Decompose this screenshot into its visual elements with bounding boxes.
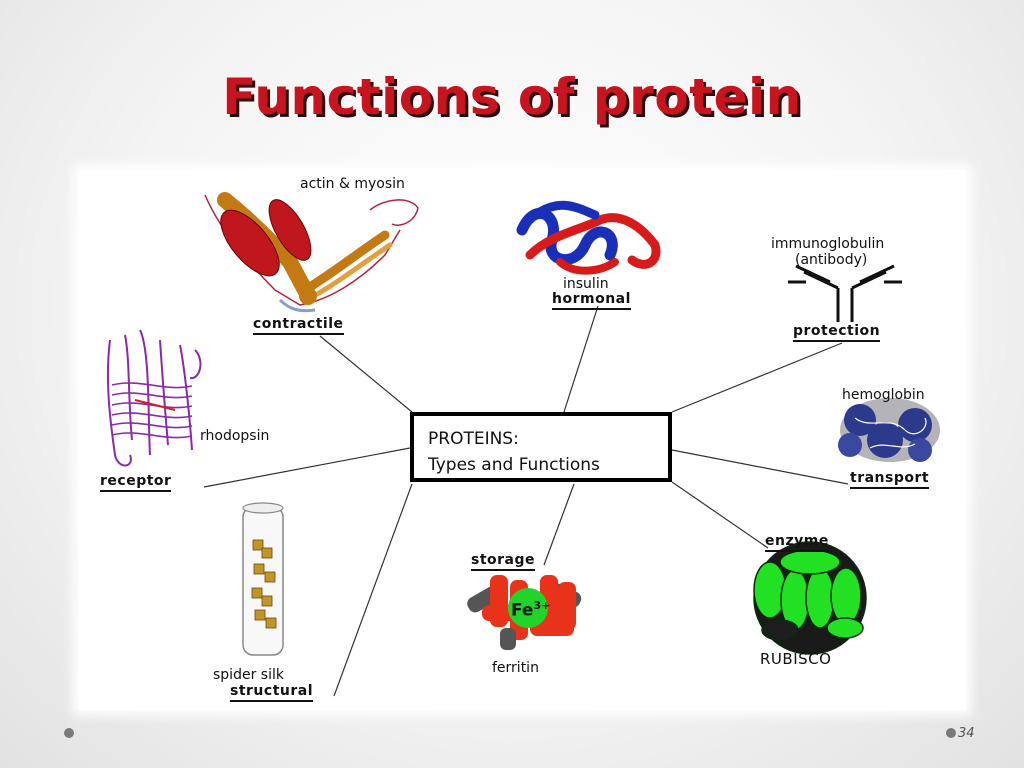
connector-protection: [671, 342, 843, 413]
center-line-2: Types and Functions: [428, 455, 600, 475]
label-rubisco: RUBISCO: [760, 650, 832, 668]
label-hemoglobin: hemoglobin: [842, 387, 925, 403]
category-storage: storage: [471, 552, 536, 571]
center-box: PROTEINS: Types and Functions: [410, 412, 672, 482]
label-fe: Fe3+: [511, 599, 551, 621]
label-spider-silk: spider silk: [213, 667, 284, 683]
label-insulin: insulin: [563, 276, 609, 292]
category-contractile: contractile: [253, 316, 344, 335]
category-hormonal: hormonal: [552, 291, 631, 310]
slide-number: 34: [958, 726, 975, 741]
label-antibody: (antibody): [795, 252, 868, 268]
left-bullet-dot: [64, 728, 74, 738]
antibody-illustration: [788, 264, 902, 322]
insulin-structure-illustration: [516, 200, 661, 275]
label-actin-myosin: actin & myosin: [300, 176, 405, 192]
connector-enzyme: [671, 481, 769, 549]
rubisco-illustration: [753, 541, 867, 655]
slide-title: Functions of protein: [222, 68, 802, 126]
connector-lines: [203, 305, 849, 697]
connector-receptor: [203, 447, 411, 488]
right-bullet-dot: [946, 728, 956, 738]
ferritin-illustration: [467, 575, 582, 650]
category-protection: protection: [793, 323, 881, 342]
connector-structural: [333, 483, 413, 697]
category-transport: transport: [850, 470, 930, 489]
hemoglobin-illustration: [838, 398, 940, 462]
connector-hormonal: [563, 305, 599, 413]
label-ferritin: ferritin: [492, 660, 539, 676]
center-line-1: PROTEINS:: [428, 429, 519, 449]
connector-contractile: [319, 335, 413, 413]
connector-storage: [543, 483, 575, 566]
category-structural: structural: [230, 683, 314, 702]
label-rhodopsin: rhodopsin: [200, 428, 270, 444]
category-receptor: receptor: [100, 473, 172, 492]
arm-muscle-illustration: [204, 192, 419, 313]
connector-transport: [671, 449, 849, 485]
spider-silk-illustration: [242, 502, 284, 656]
category-enzyme: enzyme: [765, 533, 829, 552]
label-immunoglobulin: immunoglobulin: [771, 236, 885, 252]
rhodopsin-illustration: [106, 329, 202, 467]
